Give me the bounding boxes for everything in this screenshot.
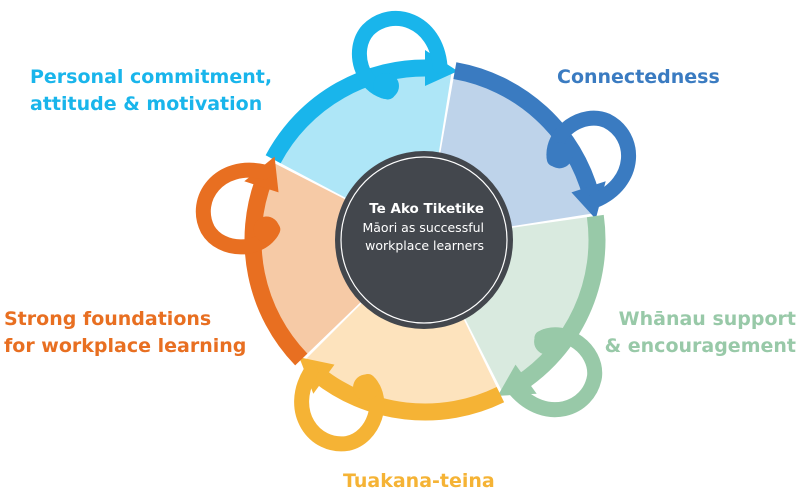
label-line: Whānau support (618, 308, 796, 330)
label-line: Personal commitment, (30, 66, 273, 88)
label-line: Strong foundations (4, 308, 212, 330)
label-whanau-support: Whānau support & encouragement (605, 306, 796, 360)
center-subtitle-1: Māori as successful (362, 220, 484, 235)
label-line: Tuakana-teina (343, 470, 495, 492)
arrowhead-icon (497, 364, 537, 396)
koru-bulb (546, 142, 573, 169)
arrow-whanau (497, 214, 606, 418)
label-personal-commitment: Personal commitment, attitude & motivati… (30, 64, 272, 118)
label-line: attitude & motivation (30, 93, 263, 115)
koru-icon (195, 162, 281, 255)
label-line: & encouragement (604, 335, 796, 357)
label-tuakana-teina: Tuakana-teina (343, 468, 495, 495)
center-subtitle-2: workplace learners (365, 238, 484, 253)
center-circle (335, 151, 513, 329)
center-label: Te Ako Tiketike Māori as successful work… (336, 200, 484, 255)
koru-bulb (253, 216, 280, 243)
center-inner-ring (340, 156, 508, 324)
arrow-arc (311, 367, 505, 421)
arrow-arc (265, 59, 435, 164)
label-line: Connectedness (557, 66, 720, 88)
center-title: Te Ako Tiketike (369, 201, 484, 217)
koru-icon (294, 364, 385, 452)
label-line: for workplace learning (4, 335, 247, 357)
koru-icon (507, 327, 603, 418)
arrow-connectedness (453, 62, 636, 220)
arrow-arc (453, 62, 600, 198)
koru-bulb (373, 73, 399, 99)
koru-bulb (534, 328, 561, 355)
koru-icon (351, 10, 448, 100)
arrow-arc (244, 175, 308, 366)
koru-bulb (353, 374, 380, 401)
arrow-foundations (195, 156, 308, 366)
label-connectedness: Connectedness (557, 64, 720, 91)
arrow-personal (265, 10, 458, 164)
arrow-arc (513, 214, 606, 392)
koru-icon (546, 110, 636, 208)
label-strong-foundations: Strong foundations for workplace learnin… (4, 306, 246, 360)
arrow-tuakana (294, 357, 505, 452)
